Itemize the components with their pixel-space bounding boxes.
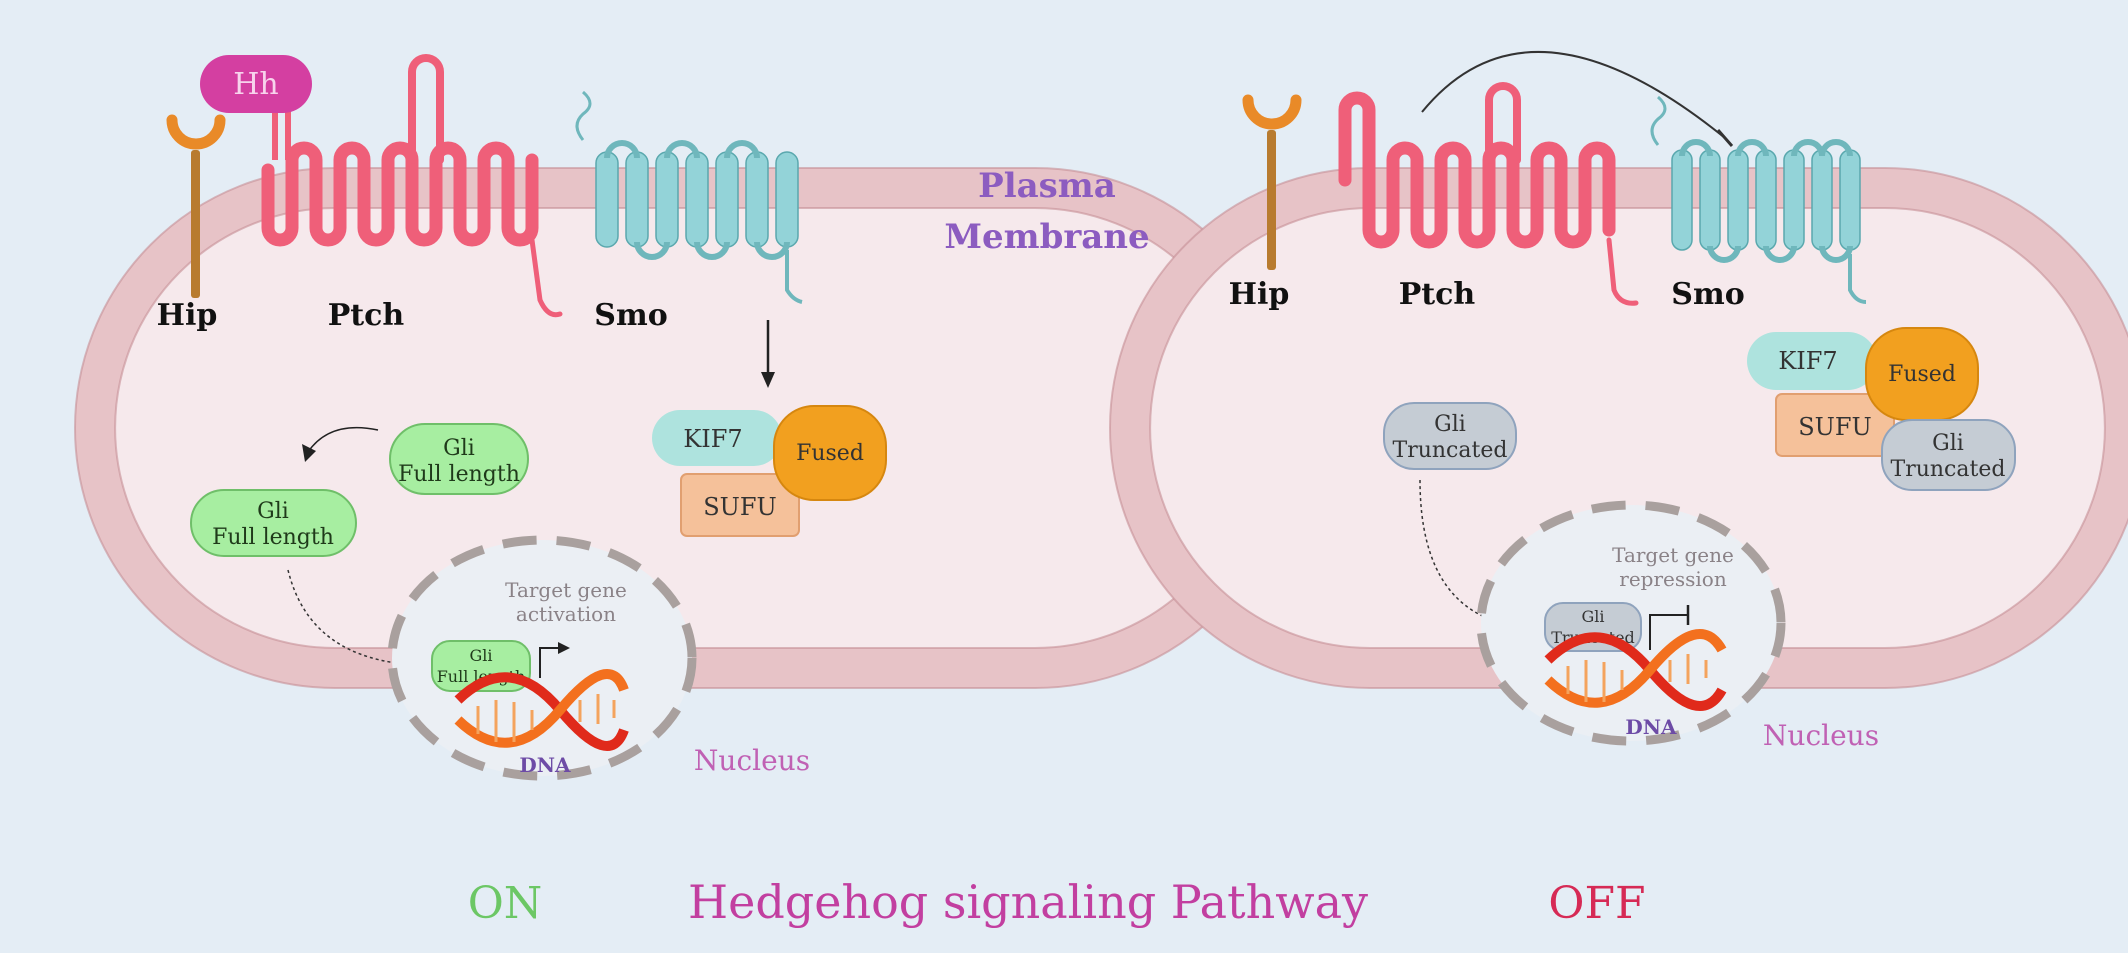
gli-cyto-1-line1: Gli	[443, 436, 475, 461]
smo-receptor-off	[1650, 95, 1867, 304]
cell-on: Hip Hh Ptch Smo	[74, 54, 1296, 781]
kif7-fused-sufu-complex-off: KIF7 SUFU Fused Gli Truncated	[1747, 327, 2016, 491]
gli-cyto-2-line2: Full length	[212, 525, 334, 550]
gli-bound-off-line1: Gli	[1581, 607, 1604, 626]
plasma-membrane-label-line1: Plasma	[978, 166, 1116, 206]
fused-label-off: Fused	[1888, 362, 1956, 387]
fused-label-on: Fused	[796, 441, 864, 466]
hip-label-on: Hip	[157, 298, 218, 333]
sufu-label-off: SUFU	[1798, 413, 1872, 441]
gli-complex-line2: Truncated	[1891, 457, 2006, 482]
cell-off-membrane-inner	[1149, 207, 2106, 649]
on-state-label: ON	[468, 878, 543, 929]
kif7-label-off: KIF7	[1778, 347, 1837, 375]
smo-label-on: Smo	[594, 298, 667, 333]
ptch-receptor-on	[261, 54, 563, 318]
cell-off: Hip Ptch Smo	[1109, 50, 2128, 752]
dna-helix-off	[1544, 629, 1727, 711]
target-gene-on-line2: activation	[516, 602, 616, 626]
smo-label-off: Smo	[1671, 277, 1744, 312]
target-gene-off-line2: repression	[1619, 567, 1727, 591]
ptch-label-on: Ptch	[328, 298, 405, 333]
kif7-fused-sufu-complex-on: KIF7 SUFU Fused	[652, 405, 887, 537]
gli-cyto-off-line2: Truncated	[1393, 438, 1508, 463]
pathway-title: Hedgehog signaling Pathway	[688, 875, 1368, 929]
gli-complex-line1: Gli	[1932, 431, 1964, 456]
gli-cyto-2-line1: Gli	[257, 499, 289, 524]
ptch-receptor-off	[1338, 82, 1639, 306]
gli-full-length-cyto-2: Gli Full length	[190, 489, 357, 557]
smo-activation-arrow	[761, 320, 775, 388]
dna-helix-on	[454, 669, 629, 751]
nucleus-label-on: Nucleus	[694, 744, 810, 777]
sufu-label-on: SUFU	[703, 493, 777, 521]
activation-arrow-icon	[539, 642, 570, 678]
hip-label-off: Hip	[1229, 277, 1290, 312]
dna-label-on: DNA	[519, 753, 571, 777]
nucleus-on	[387, 535, 697, 781]
ptch-label-off: Ptch	[1399, 277, 1476, 312]
hh-label: Hh	[233, 67, 278, 102]
cell-off-membrane	[1110, 168, 2128, 688]
off-state-label: OFF	[1548, 878, 1645, 929]
gli-truncated-complex-box	[1881, 419, 2016, 491]
gli-bound-on-line1: Gli	[469, 646, 492, 665]
target-gene-off-line1: Target gene	[1612, 543, 1734, 567]
sufu-box-on	[680, 473, 800, 537]
gli-full-length-cyto-1: Gli Full length	[389, 423, 529, 495]
hip-receptor-on	[166, 114, 226, 298]
ptch-inhibits-smo-arrow	[1421, 50, 1734, 147]
fused-box-on	[773, 405, 887, 501]
gli-cyto-off-line1: Gli	[1434, 412, 1466, 437]
plasma-membrane-label-line2: Membrane	[944, 217, 1149, 257]
kif7-label-on: KIF7	[683, 425, 742, 453]
gli-cyto-1-line2: Full length	[398, 462, 520, 487]
target-gene-on-line1: Target gene	[505, 578, 627, 602]
nucleus-label-off: Nucleus	[1763, 719, 1879, 752]
dna-label-off: DNA	[1625, 715, 1677, 739]
smo-receptor-on	[575, 90, 803, 304]
cell-off-membrane-outer	[1109, 167, 2128, 689]
hip-receptor-off	[1242, 94, 1302, 270]
gli-truncated-cyto: Gli Truncated	[1383, 402, 1517, 470]
kif7-box-on	[652, 410, 782, 466]
gli-translocation-arrow-1	[302, 426, 379, 462]
repression-bar-icon	[1649, 605, 1690, 650]
hh-ligand: Hh	[200, 55, 312, 160]
kif7-box-off	[1747, 332, 1877, 390]
